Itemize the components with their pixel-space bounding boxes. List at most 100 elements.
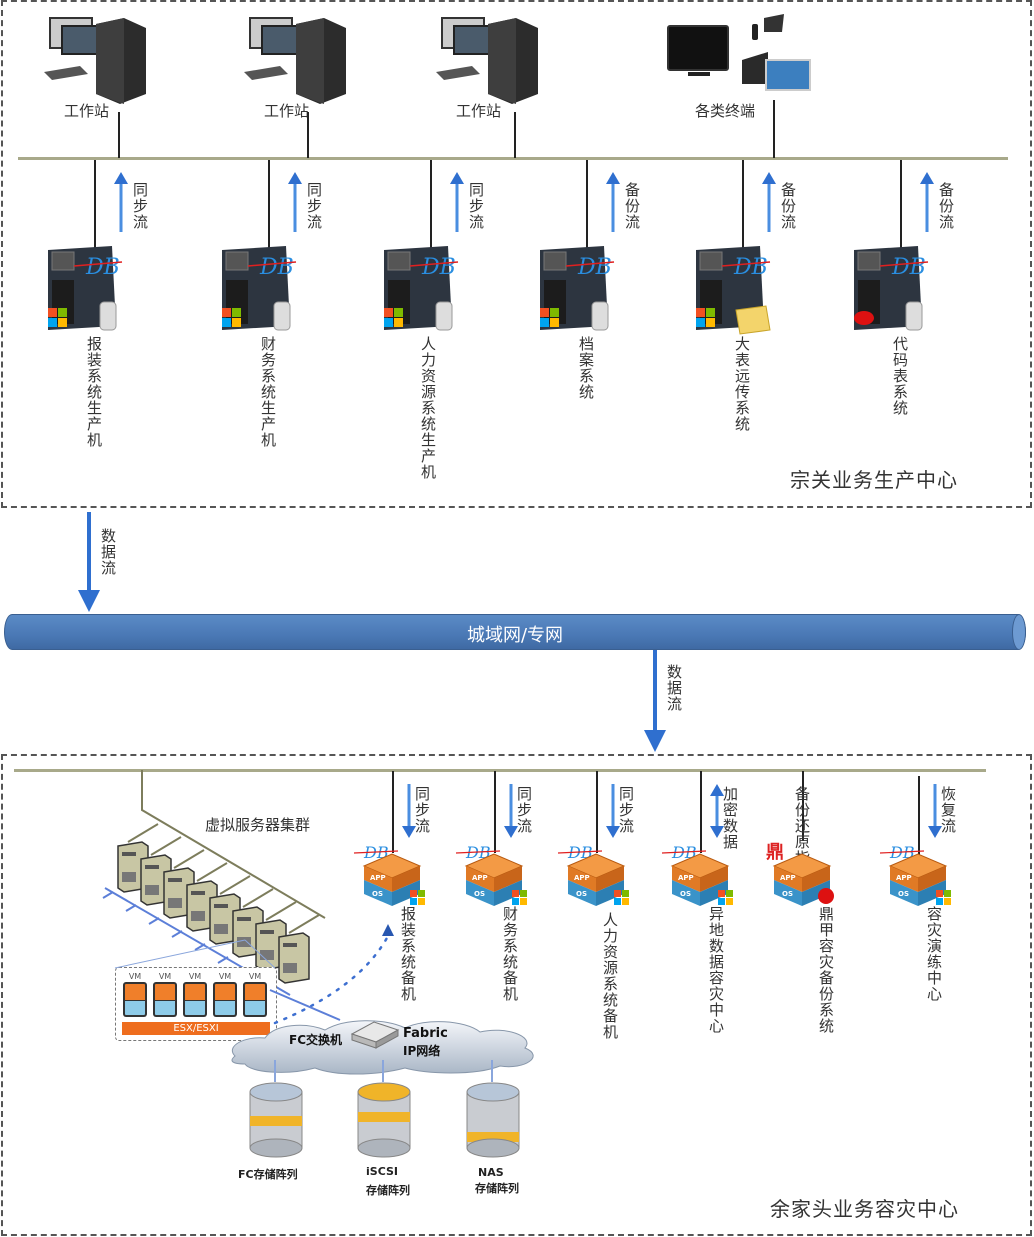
svg-text:DB: DB [577, 255, 612, 280]
terminal-link-line [118, 112, 120, 158]
storage-sublabel: 存储阵列 [366, 1184, 410, 1197]
vm-link-line [494, 771, 496, 853]
flow-up-arrow [288, 172, 302, 232]
svg-text:OS: OS [680, 890, 691, 898]
vm-link-line [802, 771, 804, 841]
storage-label: FC存储阵列 [238, 1168, 298, 1181]
dr-lan-bus [14, 769, 986, 772]
terminal-devices-icon [667, 14, 811, 91]
svg-text:APP: APP [370, 874, 386, 882]
server-link-line [900, 160, 902, 250]
vm-flow-label: 同步流 [413, 786, 431, 834]
svg-text:鼎: 鼎 [766, 842, 784, 863]
vm-label: VM [218, 972, 232, 981]
flow-up-arrow [450, 172, 464, 232]
vm-flow-label: 同步流 [617, 786, 635, 834]
uplink-flow-label: 数据流 [99, 528, 117, 576]
server-link-line [94, 160, 96, 250]
vm-link-line [700, 771, 702, 853]
svg-text:OS: OS [372, 890, 383, 898]
vm-link-line [392, 771, 394, 853]
storage-label: iSCSI [366, 1165, 398, 1178]
wan-pipe: 城域网/专网 [4, 614, 1026, 650]
production-lan-bus [18, 157, 1008, 160]
storage-link-line [491, 1060, 493, 1082]
server-name-label: 大表远传系统 [733, 336, 751, 432]
vm-flow-label: 加密数据 [721, 786, 739, 850]
svg-text:DB: DB [421, 255, 456, 280]
cluster-server-icon [278, 932, 310, 984]
server-name-label: 人力资源系统生产机 [419, 336, 437, 480]
server-flow-label: 同步流 [467, 182, 485, 230]
terminal-link-line [307, 112, 309, 158]
storage-link-line [274, 1060, 276, 1082]
flow-up-arrow [606, 172, 620, 232]
db-server-icon: DB [48, 246, 123, 331]
dr-center-title: 余家头业务容灾中心 [770, 1197, 959, 1221]
svg-text:DB: DB [891, 255, 926, 280]
svg-text:APP: APP [472, 874, 488, 882]
vm-label: VM [248, 972, 262, 981]
svg-text:APP: APP [896, 874, 912, 882]
vm-name-label: 容灾演练中心 [925, 906, 943, 1002]
san-cloud [231, 1020, 534, 1075]
vm-icon: VM [242, 972, 268, 1020]
server-link-line [586, 160, 588, 250]
cluster-to-cloud-line [269, 989, 341, 1021]
db-server-icon: DB [384, 246, 459, 331]
svg-text:OS: OS [782, 890, 793, 898]
server-name-label: 财务系统生产机 [259, 336, 277, 448]
server-flow-label: 同步流 [131, 182, 149, 230]
virtual-server-cluster [102, 770, 326, 996]
vm-name-label: 鼎甲容灾备份系统 [817, 906, 835, 1034]
production-center-title: 宗关业务生产中心 [790, 468, 958, 492]
server-flow-label: 备份流 [623, 182, 641, 230]
downlink-arrow [644, 650, 666, 752]
workstation-icon [44, 17, 146, 104]
storage-label: NAS [478, 1166, 504, 1179]
dr-center-zone [1, 754, 1032, 1236]
vm-icon: VM [182, 972, 208, 1020]
fc-switch-icon [350, 1021, 400, 1049]
migration-dotted-arrow [273, 924, 394, 1025]
terminal-label: 各类终端 [695, 102, 756, 120]
vm-label: VM [188, 972, 202, 981]
production-center-zone [1, 0, 1032, 508]
terminal-link-line [773, 100, 775, 158]
svg-text:DB: DB [85, 255, 120, 280]
wan-pipe-end [1012, 614, 1026, 650]
db-server-icon: DB [540, 246, 615, 331]
vm-flow-label: 恢复流 [939, 786, 957, 834]
cluster-label: 虚拟服务器集群 [205, 816, 311, 834]
flow-bidirectional-arrow [710, 784, 724, 838]
flow-up-arrow [762, 172, 776, 232]
server-flow-label: 同步流 [305, 182, 323, 230]
svg-text:DB: DB [733, 255, 768, 280]
vm-label: VM [158, 972, 172, 981]
db-server-icon: DB [222, 246, 297, 331]
svg-text:APP: APP [574, 874, 590, 882]
flow-down-arrow [928, 784, 942, 838]
vm-link-line [918, 776, 920, 858]
storage-array-icon [466, 1082, 520, 1158]
workstation-icon [436, 17, 538, 104]
vm-icon: VM [122, 972, 148, 1020]
terminal-label: 工作站 [456, 102, 502, 120]
server-name-label: 档案系统 [577, 336, 595, 400]
vm-icon: VM [212, 972, 238, 1020]
server-name-label: 代码表系统 [891, 336, 909, 416]
storage-array-icon [357, 1082, 411, 1158]
storage-link-line [382, 1060, 384, 1082]
terminal-label: 工作站 [264, 102, 310, 120]
terminal-link-line [514, 112, 516, 158]
svg-text:OS: OS [474, 890, 485, 898]
vm-label: VM [128, 972, 142, 981]
server-link-line [742, 160, 744, 250]
workstation-icon [244, 17, 346, 104]
flow-down-arrow [504, 784, 518, 838]
server-name-label: 报装系统生产机 [85, 336, 103, 448]
